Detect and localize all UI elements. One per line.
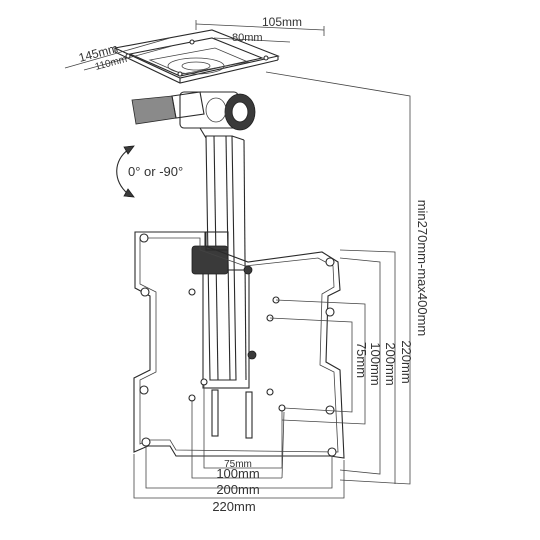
horizontal-75-label: 75mm [224, 459, 252, 470]
vertical-220-label: 220mm [399, 340, 414, 383]
vertical-100-label: 100mm [368, 342, 383, 385]
horizontal-220-label: 220mm [212, 499, 255, 514]
vertical-dimension-lines [265, 71, 411, 485]
vertical-75-label: 75mm [354, 342, 369, 378]
telescopic-column [191, 135, 257, 439]
horizontal-200-label: 200mm [216, 482, 259, 497]
vesa-plate [133, 231, 345, 459]
tilt-hinge [131, 91, 256, 139]
height-range-label: min270mm-max400mm [415, 200, 430, 337]
tilt-arrow-icon [116, 145, 135, 198]
plate-dimension-lines [64, 20, 325, 71]
vertical-200-label: 200mm [383, 342, 398, 385]
plate-width-label: 105mm [262, 15, 302, 29]
tilt-label: 0° or -90° [128, 164, 183, 179]
horizontal-dimension-lines [133, 384, 345, 499]
plate-inner-width-label: 80mm [232, 32, 263, 44]
ceiling-plate [113, 29, 280, 84]
horizontal-100-label: 100mm [216, 466, 259, 481]
